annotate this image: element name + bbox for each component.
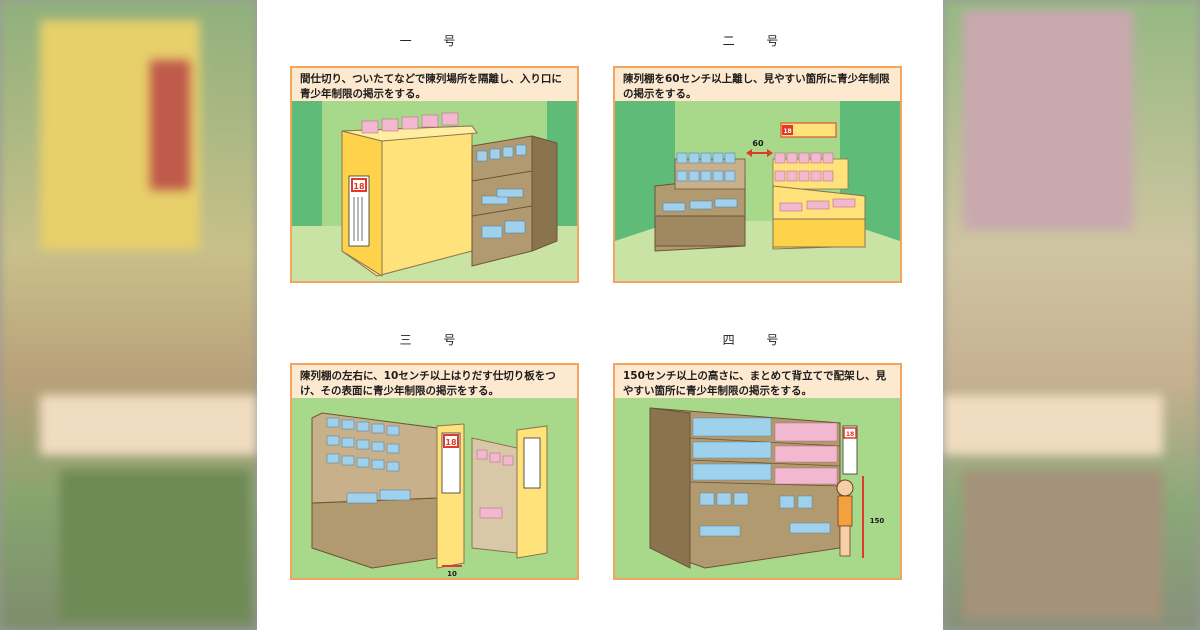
divider-width-label: 10	[447, 570, 457, 578]
person-figure	[836, 479, 854, 497]
background-left	[0, 0, 257, 630]
document-page: 一 号 間仕切り、ついたてなどで陳列場所を隔離し、入り口に青少年制限の掲示をする…	[257, 0, 943, 630]
height-label: 150	[870, 517, 885, 525]
distance-label: 60	[752, 139, 764, 148]
age-limit-sign: 18	[445, 438, 457, 447]
panel-caption-1: 間仕切り、ついたてなどで陳列場所を隔離し、入り口に青少年制限の掲示をする。	[290, 66, 579, 103]
panel-caption-3: 陳列棚の左右に、10センチ以上はりだす仕切り板をつけ、その表面に青少年制限の掲示…	[290, 363, 579, 400]
panel-heading-4: 四 号	[722, 333, 793, 347]
panel-heading-1: 一 号	[399, 34, 470, 48]
age-limit-sign: 18	[353, 182, 365, 191]
age-limit-sign: 18	[846, 431, 854, 438]
illustration-spacing: 60 18	[613, 101, 902, 283]
panel-caption-2: 陳列棚を60センチ以上離し、見やすい箇所に青少年制限の掲示をする。	[613, 66, 902, 103]
illustration-divider-boards: 18 10	[290, 398, 579, 580]
illustration-partition: 18	[290, 101, 579, 283]
background-right	[943, 0, 1200, 630]
panel-heading-2: 二 号	[722, 34, 793, 48]
age-limit-sign: 18	[783, 128, 791, 135]
illustration-high-shelf: 18 150	[613, 398, 902, 580]
panel-caption-4: 150センチ以上の高さに、まとめて背立てで配架し、見やすい箇所に青少年制限の掲示…	[613, 363, 902, 400]
panel-heading-3: 三 号	[399, 333, 470, 347]
sign-board	[780, 122, 837, 138]
